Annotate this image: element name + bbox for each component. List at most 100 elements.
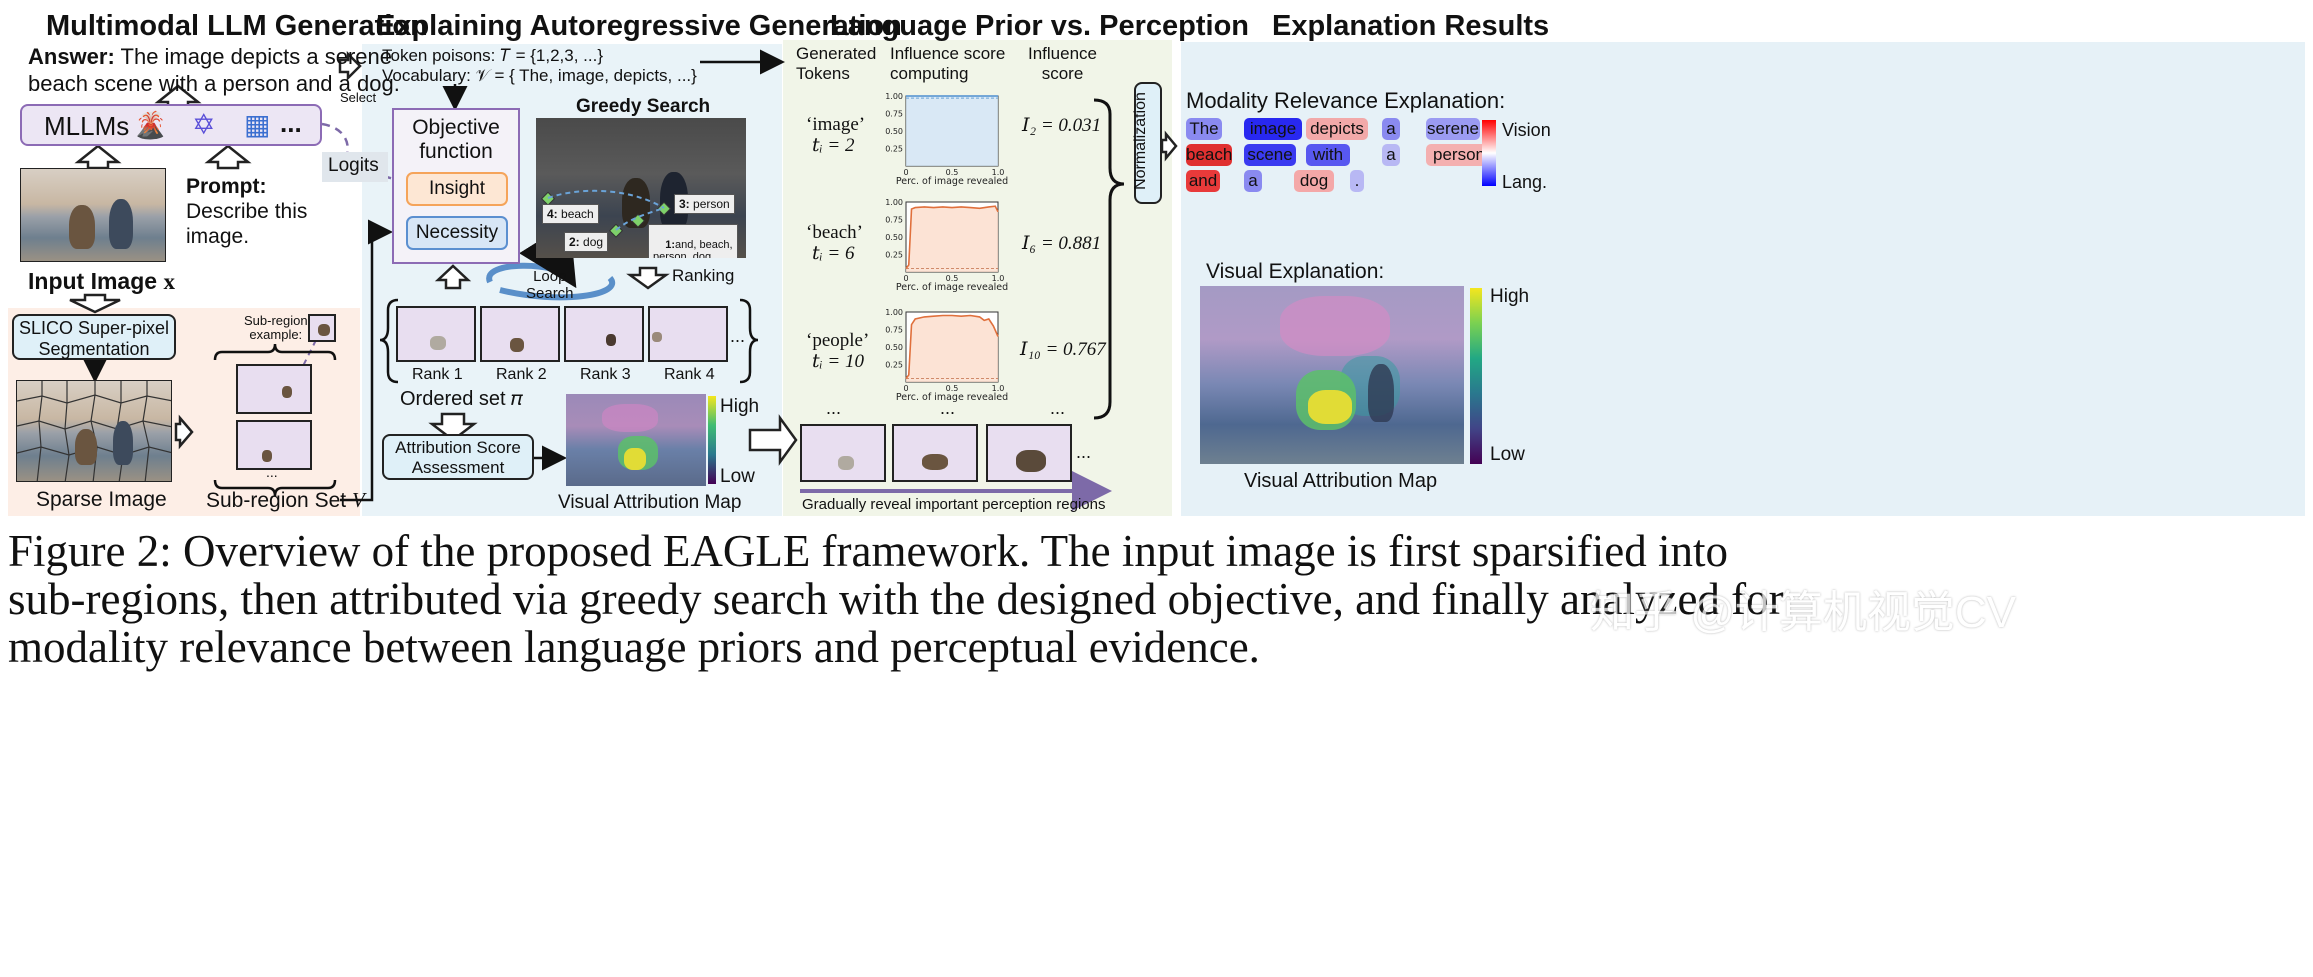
sparse-image-label: Sparse Image	[36, 488, 167, 511]
model-icon: ▦	[244, 109, 271, 140]
marker-1-num: 1:	[665, 239, 676, 251]
modality-token: image	[1244, 118, 1302, 140]
large-low-label: Low	[1490, 444, 1525, 465]
rank-tile-2	[480, 306, 560, 362]
row1-score: 𝐼₂ = 0.031	[1022, 115, 1102, 136]
reveal2-blob	[922, 454, 948, 470]
row1-ti: 𝑡ᵢ = 2	[812, 135, 855, 156]
watermark: 知乎 @计算机视觉CV	[1590, 588, 2017, 637]
modality-token: The	[1186, 118, 1222, 140]
chart-y-tick: 1.00	[885, 198, 903, 207]
chart-y-tick: 0.75	[885, 110, 903, 119]
row2-token: ‘beach’	[806, 222, 863, 243]
chart-x-label: Perc. of image revealed	[896, 176, 1008, 186]
person-silhouette	[109, 199, 133, 249]
vision-label: Vision	[1502, 120, 1551, 140]
chart-x-tick: 0	[903, 274, 908, 283]
chart-x-label: Perc. of image revealed	[896, 282, 1008, 292]
answer-label: Answer:	[28, 44, 115, 69]
rank2-blob	[510, 338, 524, 352]
modality-token: beach	[1186, 144, 1233, 166]
select-label: Select	[340, 90, 377, 105]
row2-score: 𝐼₆ = 0.881	[1022, 233, 1102, 254]
head-generated-tokens: Generated Tokens	[796, 44, 877, 83]
subregion-set-label: Sub-region Set V	[206, 488, 365, 513]
chart-area	[906, 315, 998, 382]
small-low-label: Low	[720, 466, 755, 487]
prompt-line2: image.	[186, 225, 250, 248]
greedy-search-image: 4: beach 3: person 2: dog 1:and, beach, …	[536, 118, 746, 258]
rank-tile-1	[396, 306, 476, 362]
chart-y-tick: 1.00	[885, 308, 903, 317]
chart-x-tick: 0	[903, 384, 908, 393]
chart-y-tick: 0.25	[885, 251, 903, 260]
chart-y-tick: 0.25	[885, 145, 903, 154]
subregion-example-label: Sub-region example:	[244, 313, 308, 342]
marker-2-text: dog	[583, 235, 604, 249]
reveal-tile-2	[892, 424, 978, 482]
vision-lang-colorbar	[1482, 120, 1496, 186]
attribution-line1: Attribution Score	[395, 438, 521, 457]
modality-token: a	[1382, 144, 1400, 166]
row2-ti: 𝑡ᵢ = 6	[812, 243, 855, 264]
marker-3-text: person	[693, 197, 730, 211]
chart-y-tick: 0.50	[885, 127, 903, 136]
small-colorbar	[708, 396, 716, 484]
necessity-box: Necessity	[406, 216, 508, 250]
chart-y-tick: 0.75	[885, 326, 903, 335]
objective-box: Objective function Insight Necessity	[392, 108, 520, 264]
row3-token: ‘people’	[806, 330, 870, 351]
rank-tile-4	[648, 306, 728, 362]
caption-line2: sub-regions, then attributed via greedy …	[8, 574, 1784, 624]
sparse-person	[113, 421, 133, 465]
header-language-prior: Language Prior vs. Perception	[830, 10, 1249, 42]
col3-ellipsis-3: ...	[1050, 398, 1066, 418]
arrow-up-image	[74, 144, 122, 170]
marker-3: 3: person	[674, 194, 735, 214]
chart-y-tick: 1.00	[885, 92, 903, 101]
necessity-label: Necessity	[415, 222, 499, 243]
sparse-image	[16, 380, 172, 482]
loop-line1: Loop	[533, 268, 567, 285]
row3-ti: 𝑡ᵢ = 10	[812, 351, 864, 372]
chart-y-tick: 0.75	[885, 216, 903, 225]
rank-label-4: Rank 4	[664, 366, 715, 383]
chart-x-tick: 1.0	[992, 384, 1005, 393]
sparse-dog	[75, 429, 97, 465]
reveal3-blob	[1016, 450, 1046, 472]
modality-token: person	[1426, 144, 1492, 166]
mllm-box: MLLMs 🌋 ✡ ▦ ...	[20, 104, 322, 146]
input-image-label: Input Image x	[28, 268, 175, 295]
example-blob	[318, 324, 330, 336]
rank3-blob	[606, 334, 616, 346]
dog-silhouette	[69, 205, 95, 249]
volcano-icon: 🌋	[134, 110, 167, 140]
head-influence-computing: Influence score computing	[890, 44, 1006, 83]
caption-line1: Figure 2: Overview of the proposed EAGLE…	[8, 526, 1729, 576]
modality-token: dog	[1294, 170, 1334, 192]
answer-line2: beach scene with a person and a dog.	[28, 71, 400, 96]
subregion-set-text: Sub-region Set	[206, 489, 347, 512]
chart-area	[906, 96, 998, 166]
input-image	[20, 168, 166, 262]
insight-box: Insight	[406, 172, 508, 206]
loop-search-label: Loop Search	[526, 268, 574, 302]
tile1-blob	[282, 386, 292, 398]
gs-overlay	[540, 189, 672, 238]
modality-token: serene	[1426, 118, 1480, 140]
small-heat-pink	[602, 404, 658, 432]
reveal-tile-3	[986, 424, 1072, 482]
row1-token: ‘image’	[806, 114, 866, 135]
rank-label-3: Rank 3	[580, 366, 631, 383]
marker-3-num: 3:	[679, 197, 690, 211]
modality-token: depicts	[1306, 118, 1368, 140]
mllm-label: MLLMs	[44, 111, 130, 141]
marker-1: 1:and, beach, person, dog	[648, 224, 738, 258]
qwen-icon: ✡	[192, 109, 216, 140]
input-image-symbol: x	[163, 269, 175, 294]
attribution-box: Attribution Score Assessment	[382, 434, 534, 480]
modality-token: .	[1350, 170, 1364, 192]
header-multimodal: Multimodal LLM Generation	[46, 10, 428, 42]
